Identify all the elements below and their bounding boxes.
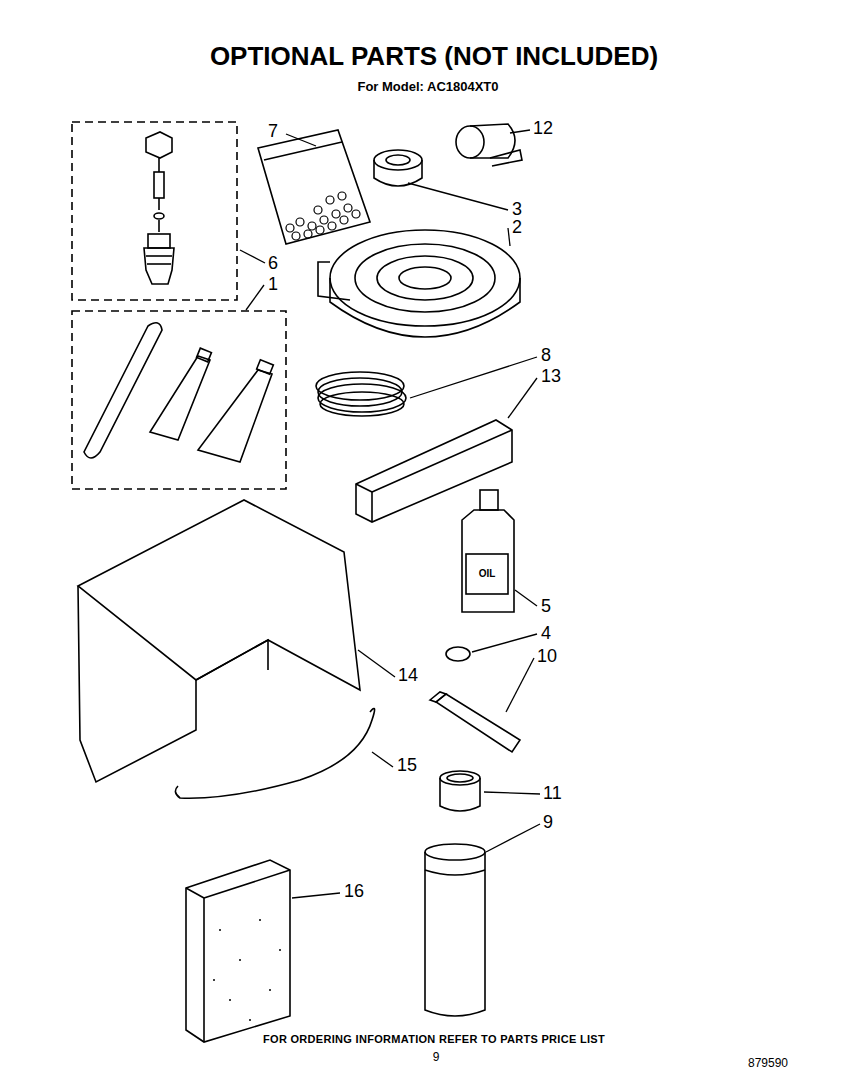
callout-number: 3 bbox=[512, 200, 522, 220]
callout-number: 14 bbox=[398, 666, 418, 686]
footer-note: FOR ORDERING INFORMATION REFER TO PARTS … bbox=[263, 1033, 605, 1045]
callout-number: 13 bbox=[541, 367, 561, 387]
drawing-number: 879590 bbox=[748, 1057, 788, 1070]
callout-number: 1 bbox=[268, 275, 278, 295]
callout-number: 2 bbox=[512, 218, 522, 238]
page-number: 9 bbox=[433, 1051, 440, 1064]
callout-number: 6 bbox=[268, 254, 278, 274]
callout-number: 5 bbox=[541, 597, 551, 617]
callout-number: 8 bbox=[541, 346, 551, 366]
callout-number: 11 bbox=[543, 784, 562, 804]
bottle-label: OIL bbox=[478, 568, 497, 579]
callout-number: 9 bbox=[543, 813, 553, 833]
callout-number: 12 bbox=[533, 119, 553, 139]
model-subtitle: For Model: AC1804XT0 bbox=[357, 80, 498, 94]
callout-number: 7 bbox=[268, 122, 278, 142]
callout-number: 10 bbox=[537, 647, 557, 667]
page-title: OPTIONAL PARTS (NOT INCLUDED) bbox=[210, 42, 658, 71]
callout-number: 15 bbox=[397, 756, 417, 776]
callout-number: 4 bbox=[541, 624, 551, 644]
callout-number: 16 bbox=[344, 882, 364, 902]
